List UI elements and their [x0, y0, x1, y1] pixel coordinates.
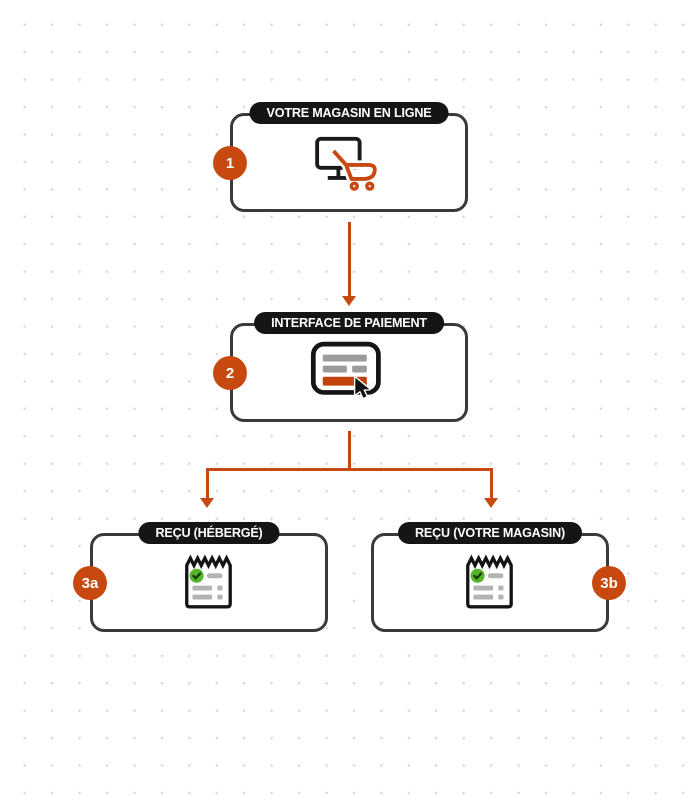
node-1-label-pill: VOTRE MAGASIN EN LIGNE	[249, 102, 449, 124]
edge-2-3a-line	[206, 468, 209, 499]
node-3b-step-badge: 3b	[592, 566, 626, 600]
node-3b-label-pill: REÇU (VOTRE MAGASIN)	[398, 522, 582, 544]
edge-2-stub-line	[347, 431, 351, 470]
node-payment-interface	[230, 323, 468, 422]
node-2-label-pill: INTERFACE DE PAIEMENT	[254, 312, 444, 334]
node-3a-step-badge: 3a	[73, 566, 107, 600]
node-receipt-hosted	[90, 533, 328, 632]
edge-1-2-line	[347, 222, 351, 297]
payment-form-icon	[310, 341, 388, 404]
cursor-icon	[353, 376, 371, 400]
edge-2-3b-arrowhead-icon	[484, 498, 498, 508]
online-store-icon	[312, 135, 386, 191]
node-online-store	[230, 113, 468, 212]
node-receipt-your-store	[371, 533, 609, 632]
node-1-step-badge: 1	[213, 146, 247, 180]
receipt-icon	[463, 553, 517, 613]
edge-1-2-arrowhead-icon	[342, 296, 356, 306]
node-2-step-badge: 2	[213, 356, 247, 390]
node-3a-label-pill: REÇU (HÉBERGÉ)	[138, 522, 280, 544]
edge-2-3b-line	[490, 468, 493, 499]
receipt-icon	[182, 553, 236, 613]
edge-branch-line	[206, 468, 493, 471]
edge-2-3a-arrowhead-icon	[200, 498, 214, 508]
